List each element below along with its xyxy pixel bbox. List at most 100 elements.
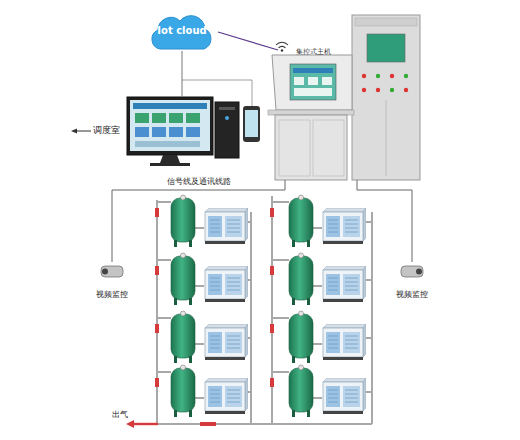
pipe-branch [246,222,372,392]
valve [270,324,274,333]
air-compressor [323,266,366,302]
screen-tile [186,113,200,123]
desk-door [313,120,344,176]
control-cabinet [352,15,420,180]
node-text: Iot cloud [146,25,218,37]
node-text: 视频监控 [92,290,132,299]
air-compressor [205,266,248,302]
connector [182,51,183,97]
valve [155,324,159,333]
air-tank [171,195,195,247]
pipe-branch [272,202,289,372]
screen-tile [152,127,166,137]
wifi-dot [281,49,283,51]
valve-group [155,208,274,426]
desk-top [268,110,354,115]
pipe-network [128,196,372,424]
cloud-node: Iot cloud [146,13,218,51]
screen-tile [135,113,149,123]
node-text: 视频监控 [392,290,432,299]
outlet-pipe [134,423,158,425]
desk-cabinet [275,115,347,180]
pc-tower [215,102,239,158]
edge-label: 信号线及通讯线路 [167,177,231,186]
monitor-stand [160,155,180,163]
screen-tile [169,113,183,123]
screen-tile [169,127,183,137]
indicator-light [404,88,408,92]
camera-lens [416,269,422,275]
indicator-light [404,74,408,78]
air-compressor [205,378,248,414]
arrow-head [71,129,77,134]
phone-body [243,106,260,142]
air-tank [171,253,195,305]
screen-tile [308,77,318,85]
air-compressor [323,378,366,414]
power-button [225,116,229,120]
indicator-light [390,88,394,92]
monitor-screen [130,100,210,151]
console-panel [272,55,352,110]
screen-header [293,68,333,73]
drive-bay [219,107,235,110]
indicator-light [376,74,380,78]
direction-arrow [76,131,91,132]
air-compressor [323,208,366,244]
node-text: 调度室 [93,125,120,135]
cabinet-header [355,18,417,26]
valve [200,422,216,426]
monitor-frame [127,97,213,155]
dispatch-room: 调度室 [75,97,265,167]
screen-bar [135,141,200,147]
video-camera: 视频监控 [92,262,132,302]
screen-tile [152,113,166,123]
screen-tile [135,127,149,137]
valve [270,208,274,217]
control-host: 集控式主机 [270,50,362,180]
pipe-branch [157,202,171,372]
valve [270,266,274,275]
monitor-base [150,163,190,166]
camera-lens [102,269,108,275]
valve [270,378,274,387]
pipe [128,196,372,424]
air-tank [289,195,313,247]
camera-icon [401,266,423,277]
screen-tile [294,77,304,85]
valve [155,208,159,217]
connector [218,32,278,50]
indicator-light [390,74,394,78]
air-compressor [205,324,248,360]
air-tank [289,253,313,305]
video-camera: 视频监控 [392,262,432,302]
screen-tile [294,88,332,96]
console-screen [290,64,336,100]
air-tank [289,365,313,417]
screen-tile [322,77,332,85]
door-seam [386,100,387,176]
cabinet-screen [367,34,405,62]
indicator-light [376,88,380,92]
outlet-arrow [126,420,134,428]
indicator-light [362,88,366,92]
wifi-symbol [276,42,288,48]
camera-icon [101,266,123,277]
connector [112,180,285,262]
air-compressor [205,208,248,244]
valve [155,378,159,387]
screen-tile [186,127,200,137]
node-text: 集控式主机 [296,48,331,56]
screen-header [133,103,207,109]
air-compressor [323,324,366,360]
air-tank [171,311,195,363]
desk-door [279,120,310,176]
valve [155,266,159,275]
phone-screen [245,110,258,137]
free-label: 出气 [112,410,128,419]
air-tank [171,365,195,417]
connector [357,180,412,262]
